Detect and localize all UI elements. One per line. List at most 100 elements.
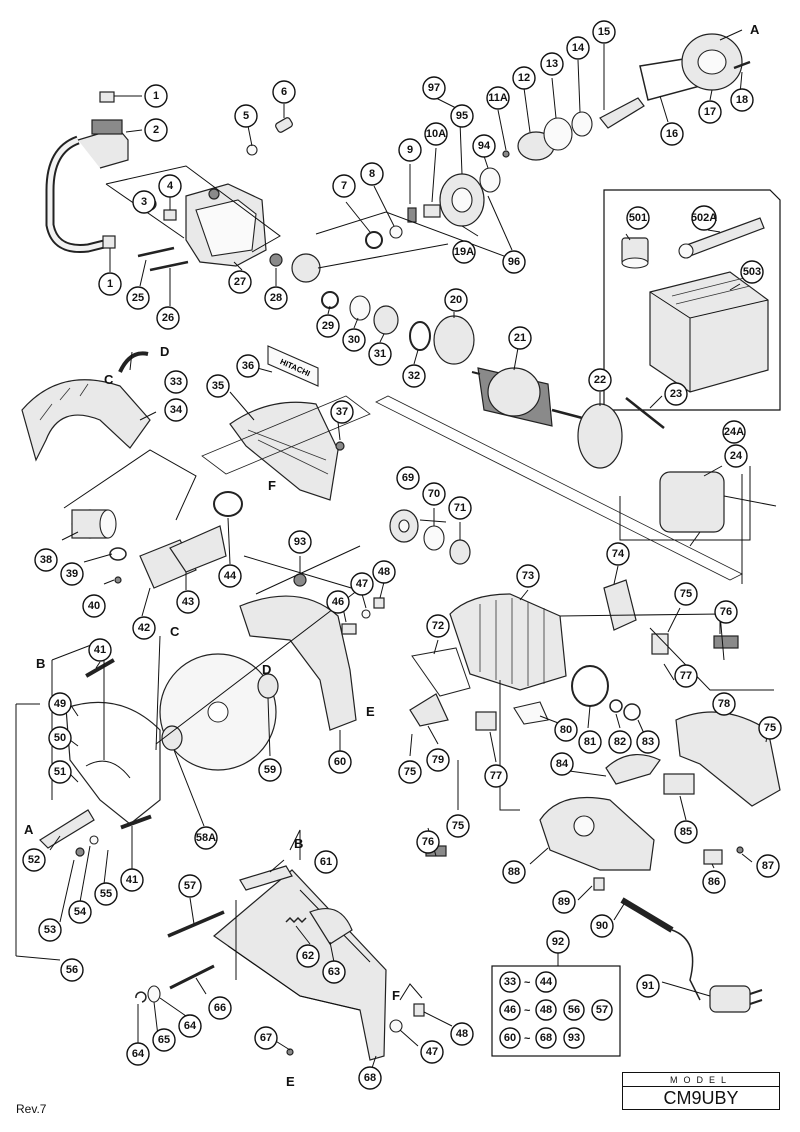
- svg-text:50: 50: [54, 732, 66, 744]
- callout-91: 91: [636, 974, 660, 998]
- svg-text:65: 65: [158, 1034, 170, 1046]
- washer-47-base: [389, 1019, 403, 1033]
- callout-23: 23: [664, 382, 688, 406]
- svg-text:33: 33: [170, 376, 182, 388]
- ring-32: [409, 321, 431, 351]
- svg-text:38: 38: [40, 554, 52, 566]
- svg-text:41: 41: [94, 644, 106, 656]
- clamp-33: [118, 351, 149, 373]
- ring-83: [623, 703, 641, 721]
- callout-67: 67: [254, 1026, 278, 1050]
- callout-70: 70: [422, 482, 446, 506]
- svg-text:44: 44: [224, 570, 237, 582]
- svg-text:501: 501: [629, 212, 647, 224]
- kit-callout-68: 68: [535, 1027, 557, 1049]
- callout-93: 93: [288, 530, 312, 554]
- svg-text:68: 68: [540, 1032, 552, 1044]
- svg-text:69: 69: [402, 472, 414, 484]
- callout-54: 54: [68, 900, 92, 924]
- svg-text:44: 44: [540, 976, 553, 988]
- svg-text:88: 88: [508, 866, 520, 878]
- callout-83: 83: [636, 730, 660, 754]
- svg-text:86: 86: [708, 876, 720, 888]
- svg-text:85: 85: [680, 826, 692, 838]
- svg-text:74: 74: [612, 548, 625, 560]
- svg-text:87: 87: [762, 860, 774, 872]
- callout-47-base: 47: [420, 1040, 444, 1064]
- svg-text:39: 39: [66, 568, 78, 580]
- svg-text:8: 8: [369, 168, 375, 180]
- plug-91: [709, 985, 763, 1013]
- svg-text:57: 57: [596, 1004, 608, 1016]
- ref-letter-c-duct: C: [104, 372, 114, 387]
- callout-75-d: 75: [446, 814, 470, 838]
- assembly-frames: [51, 165, 774, 1001]
- svg-text:24: 24: [730, 450, 743, 462]
- svg-text:90: 90: [596, 920, 608, 932]
- key-9: [407, 207, 417, 223]
- callout-48-base: 48: [450, 1022, 474, 1046]
- callout-61: 61: [314, 850, 338, 874]
- svg-text:91: 91: [642, 980, 654, 992]
- svg-text:11A: 11A: [488, 92, 508, 104]
- label-72: [411, 647, 471, 697]
- callout-71: 71: [448, 496, 472, 520]
- callout-33: 33: [164, 370, 188, 394]
- svg-text:23: 23: [670, 388, 682, 400]
- screw-23: [625, 397, 665, 429]
- callout-22: 22: [588, 368, 612, 392]
- ring-64: [135, 991, 147, 1003]
- hose-38: [71, 509, 117, 539]
- callout-92: 92: [546, 930, 570, 954]
- svg-text:22: 22: [594, 374, 606, 386]
- brush-holder-77-right: [651, 633, 669, 655]
- callout-9: 9: [398, 138, 422, 162]
- screw-41-bottom: [120, 814, 152, 830]
- callout-64-right: 64: [178, 1014, 202, 1038]
- callout-49: 49: [48, 692, 72, 716]
- svg-text:66: 66: [214, 1002, 226, 1014]
- screw-87: [736, 846, 744, 854]
- svg-text:3: 3: [141, 196, 147, 208]
- callout-24A: 24A: [722, 420, 746, 444]
- bearing-71: [449, 539, 471, 565]
- svg-text:40: 40: [88, 600, 100, 612]
- svg-text:63: 63: [328, 966, 340, 978]
- lever-52: [39, 809, 95, 849]
- retaining-ring-7: [365, 231, 383, 249]
- callout-53: 53: [38, 918, 62, 942]
- cord-91: [671, 929, 701, 1001]
- svg-text:58A: 58A: [196, 832, 216, 844]
- svg-text:77: 77: [680, 670, 692, 682]
- callout-81: 81: [578, 730, 602, 754]
- callout-8: 8: [360, 162, 384, 186]
- callout-88: 88: [502, 860, 526, 884]
- callout-41-top: 41: [88, 638, 112, 662]
- fan-guide-20: [433, 315, 475, 365]
- callout-60: 60: [328, 750, 352, 774]
- brush-76-right: [713, 635, 739, 649]
- kit-range-1: ~: [524, 977, 531, 989]
- svg-text:502A: 502A: [691, 212, 717, 224]
- svg-text:4: 4: [167, 180, 174, 192]
- ref-letter-f-base: F: [392, 988, 400, 1003]
- svg-text:37: 37: [336, 406, 348, 418]
- svg-text:47: 47: [426, 1046, 438, 1058]
- svg-text:18: 18: [736, 94, 748, 106]
- svg-text:64: 64: [132, 1048, 145, 1060]
- shield-79: [409, 693, 449, 727]
- callout-75-a: 75: [674, 582, 698, 606]
- ring-44: [213, 491, 243, 517]
- svg-text:75: 75: [680, 588, 692, 600]
- svg-text:41: 41: [126, 874, 138, 886]
- callout-80: 80: [554, 718, 578, 742]
- svg-text:42: 42: [138, 622, 150, 634]
- callout-76-a: 76: [714, 600, 738, 624]
- callout-42: 42: [132, 616, 156, 640]
- clamp-86: [703, 849, 723, 865]
- svg-text:82: 82: [614, 736, 626, 748]
- callout-21: 21: [508, 326, 532, 350]
- brush-holder-77: [475, 711, 497, 731]
- callout-14: 14: [566, 36, 590, 60]
